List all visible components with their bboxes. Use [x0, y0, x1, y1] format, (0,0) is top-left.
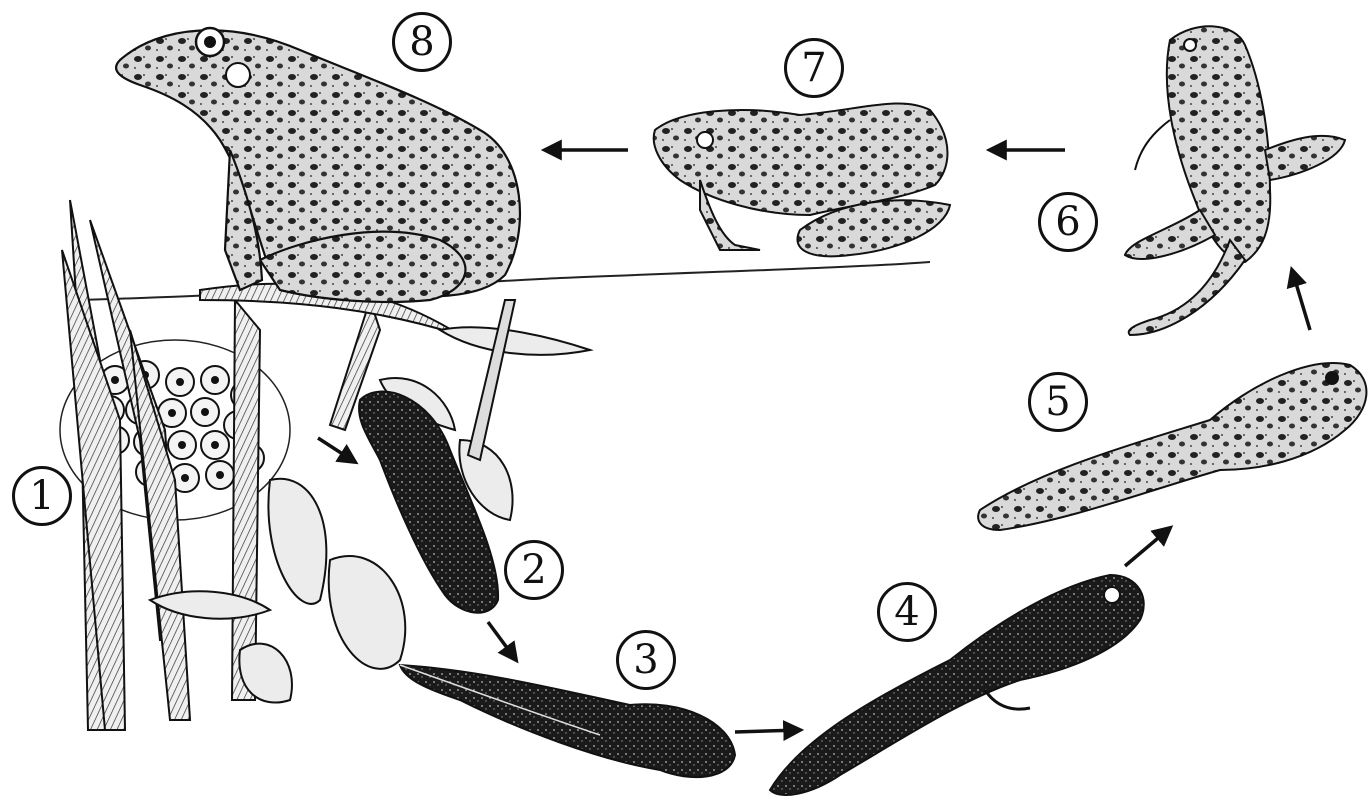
stage-8-number: 8 — [409, 19, 434, 65]
stage-8-label: 8 — [392, 12, 452, 72]
stage-3-number: 3 — [633, 637, 658, 683]
arrow-2-to-3 — [488, 622, 516, 660]
arrow-1-to-2 — [318, 438, 355, 462]
stage-6-number: 6 — [1055, 199, 1080, 245]
stage-5-number: 5 — [1045, 379, 1070, 425]
froglet-drawing — [1125, 26, 1345, 335]
stage-5-label: 5 — [1028, 372, 1088, 432]
stage-7-number: 7 — [801, 45, 826, 91]
adult-frog-drawing — [116, 30, 520, 302]
young-frog-drawing — [654, 104, 950, 257]
stage-6-label: 6 — [1038, 192, 1098, 252]
stage-4-number: 4 — [894, 589, 919, 635]
stage-7-label: 7 — [784, 38, 844, 98]
arrow-3-to-4 — [735, 730, 800, 732]
stage-2-number: 2 — [521, 547, 546, 593]
stage-4-label: 4 — [877, 582, 937, 642]
tadpole-hind-legs-drawing — [770, 575, 1144, 795]
young-tadpole-drawing — [400, 665, 735, 777]
stage-1-number: 1 — [29, 473, 54, 519]
arrow-4-to-5 — [1125, 528, 1170, 566]
arrow-5-to-6 — [1292, 270, 1310, 330]
stage-2-label: 2 — [504, 540, 564, 600]
stage-3-label: 3 — [616, 630, 676, 690]
stage-1-label: 1 — [12, 466, 72, 526]
